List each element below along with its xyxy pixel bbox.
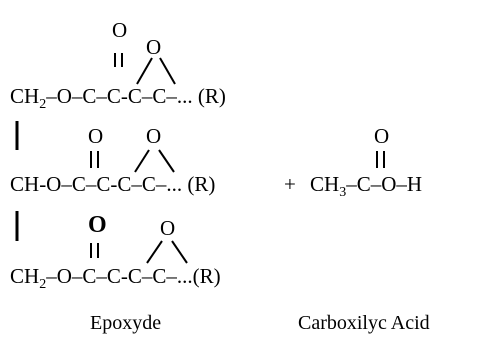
row-3-chain: –O–C–C-C–C–...(R) <box>45 264 220 288</box>
epoxide-right-bond-2 <box>158 149 175 173</box>
epoxide-left-bond-2 <box>134 149 150 173</box>
epoxide-right-bond-3 <box>171 240 188 264</box>
epoxide-oxygen-2: O <box>146 124 161 148</box>
epoxide-row-2: O O CH-O–C–C-C–C–... (R) <box>10 124 215 196</box>
carboxylic-acid: O + CH3–C–O–H <box>284 124 422 200</box>
row-1-subscript: 2 <box>39 97 46 112</box>
row-1-chain: –O–C–C-C–C–... (R) <box>45 84 226 108</box>
row-1-carbon: CH <box>10 84 39 108</box>
row-3-subscript: 2 <box>39 277 46 292</box>
carbonyl-oxygen-1: O <box>112 18 127 42</box>
epoxide-left-bond-1 <box>136 57 153 85</box>
acid-subscript: 3 <box>339 185 346 200</box>
acid-post: –C–O–H <box>345 172 422 196</box>
epoxide-oxygen-3: O <box>160 216 175 240</box>
epoxide-row-3: O O CH2–O–C–C-C–C–...(R) <box>10 212 221 292</box>
carbonyl-oxygen-2: O <box>88 124 103 148</box>
epoxide-label: Epoxyde <box>90 312 161 334</box>
row-2-text: CH-O–C–C-C–C–... (R) <box>10 172 215 196</box>
row-3-text: CH2–O–C–C-C–C–...(R) <box>10 264 221 292</box>
epoxide-row-1: O O CH2–O–C–C-C–C–... (R) <box>10 18 226 112</box>
row-3-carbon: CH <box>10 264 39 288</box>
acid-formula: CH3–C–O–H <box>310 172 422 200</box>
epoxide-right-bond-1 <box>159 57 176 85</box>
row-2-chain: -O–C–C-C–C–... (R) <box>39 172 215 196</box>
acid-label: Carboxilyc Acid <box>298 312 430 334</box>
carbonyl-oxygen-3: O <box>88 212 107 238</box>
row-1-text: CH2–O–C–C-C–C–... (R) <box>10 84 226 112</box>
acid-pre: CH <box>310 172 339 196</box>
epoxide-left-bond-3 <box>146 240 163 264</box>
epoxide-oxygen-1: O <box>146 35 161 59</box>
plus-sign: + <box>284 172 296 196</box>
acid-carbonyl-oxygen: O <box>374 124 389 148</box>
row-2-carbon: CH <box>10 172 39 196</box>
